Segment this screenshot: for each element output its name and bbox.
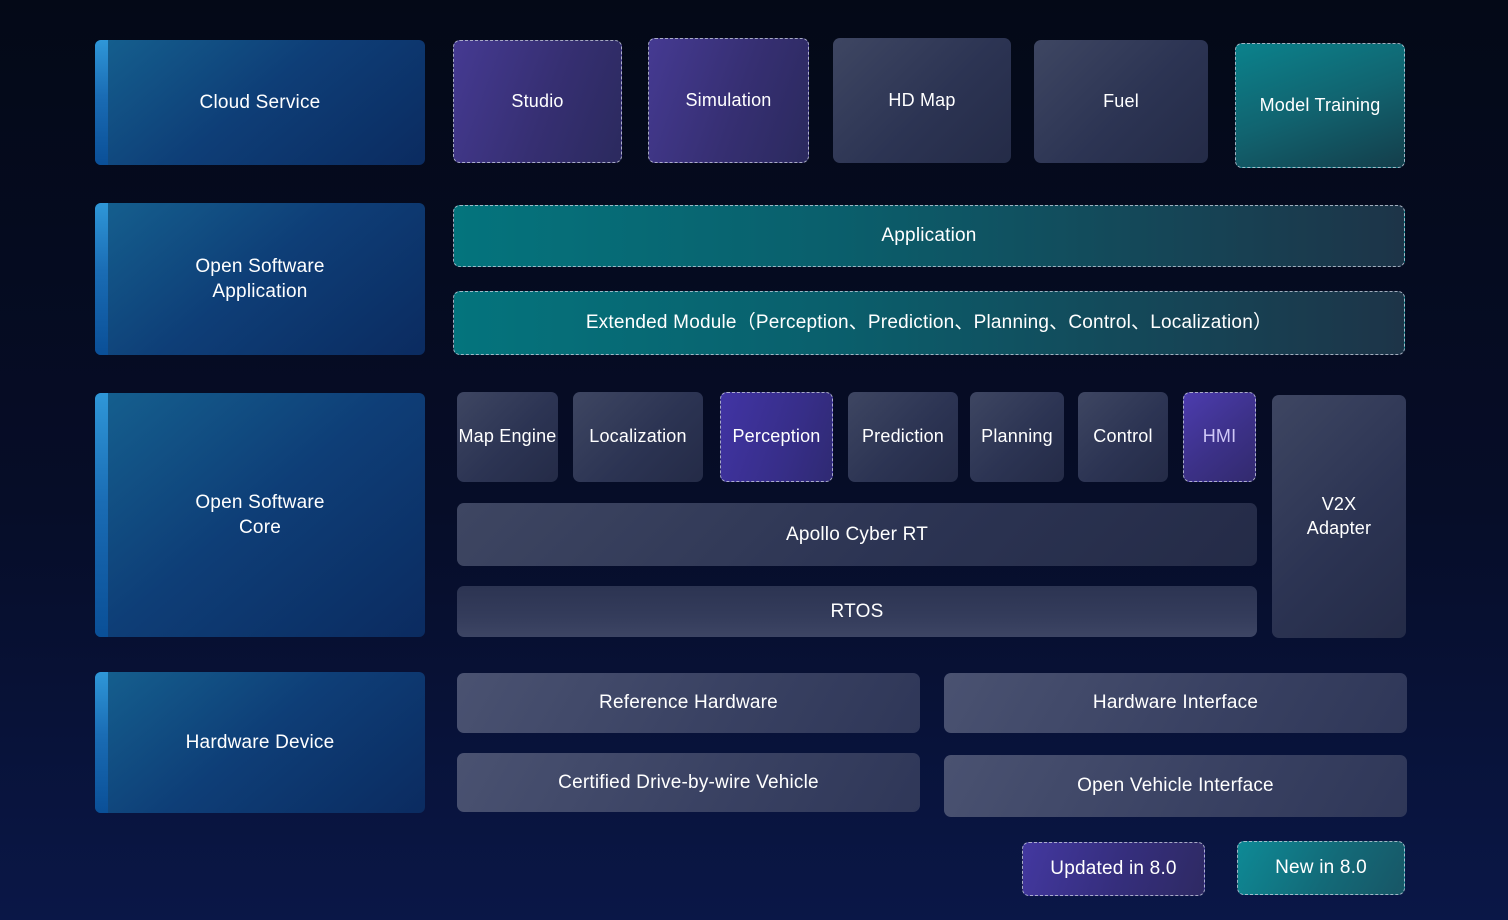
- node-simulation: Simulation: [648, 38, 809, 163]
- node-hardware-interface: Hardware Interface: [944, 673, 1407, 733]
- node-studio: Studio: [453, 40, 622, 163]
- node-label: Prediction: [861, 426, 945, 447]
- node-hardware-device: Hardware Device: [95, 672, 425, 813]
- node-planning: Planning: [970, 392, 1064, 482]
- node-localization: Localization: [573, 392, 703, 482]
- node-open-software-core: Open Software Core: [95, 393, 425, 637]
- node-label: Hardware Interface: [1092, 692, 1259, 714]
- node-application: Application: [453, 205, 1405, 267]
- node-label: Localization: [589, 426, 687, 447]
- node-label: RTOS: [830, 600, 884, 622]
- node-open-software-application: Open Software Application: [95, 203, 425, 355]
- node-label: HD Map: [888, 89, 956, 110]
- legend-label: New in 8.0: [1275, 857, 1367, 879]
- node-fuel: Fuel: [1034, 40, 1208, 163]
- node-v2x-adapter: V2X Adapter: [1272, 395, 1406, 638]
- node-label: V2X Adapter: [1306, 493, 1372, 538]
- node-label: Certified Drive-by-wire Vehicle: [558, 771, 819, 793]
- node-rtos: RTOS: [457, 586, 1257, 637]
- node-perception: Perception: [720, 392, 833, 482]
- node-apollo-cyber-rt: Apollo Cyber RT: [457, 503, 1257, 566]
- node-label: Model Training: [1259, 94, 1381, 115]
- node-open-vehicle-interface: Open Vehicle Interface: [944, 755, 1407, 817]
- node-map-engine: Map Engine: [457, 392, 558, 482]
- node-label: Cloud Service: [199, 91, 321, 113]
- accent-strip: [95, 203, 108, 355]
- legend-new-in-8-0: New in 8.0: [1237, 841, 1405, 895]
- accent-strip: [95, 393, 108, 637]
- node-certified-drive-by-wire-vehicle: Certified Drive-by-wire Vehicle: [457, 753, 920, 812]
- node-label: Open Software Application: [195, 255, 325, 302]
- node-prediction: Prediction: [848, 392, 958, 482]
- node-reference-hardware: Reference Hardware: [457, 673, 920, 733]
- node-hd-map: HD Map: [833, 38, 1011, 163]
- accent-strip: [95, 40, 108, 165]
- node-model-training: Model Training: [1235, 43, 1405, 168]
- node-label: Open Software Core: [195, 491, 325, 538]
- node-label: HMI: [1202, 426, 1237, 447]
- legend-updated-in-8-0: Updated in 8.0: [1022, 842, 1205, 896]
- legend-label: Updated in 8.0: [1050, 858, 1177, 880]
- node-label: Open Vehicle Interface: [1077, 775, 1274, 797]
- node-extended-module: Extended Module（Perception、Prediction、Pl…: [453, 291, 1405, 355]
- node-label: Reference Hardware: [599, 692, 778, 714]
- node-cloud-service: Cloud Service: [95, 40, 425, 165]
- accent-strip: [95, 672, 108, 813]
- node-control: Control: [1078, 392, 1168, 482]
- node-label: Simulation: [685, 89, 772, 110]
- node-label: Fuel: [1103, 90, 1139, 111]
- node-label: Apollo Cyber RT: [785, 523, 929, 545]
- node-label: Studio: [511, 90, 564, 111]
- node-label: Planning: [981, 426, 1053, 447]
- node-label: Application: [881, 225, 977, 247]
- node-hmi: HMI: [1183, 392, 1256, 482]
- node-label: Map Engine: [458, 426, 557, 447]
- node-label: Perception: [732, 426, 821, 447]
- node-label: Control: [1093, 426, 1153, 447]
- node-label: Hardware Device: [185, 731, 335, 753]
- node-label: Extended Module（Perception、Prediction、Pl…: [585, 312, 1273, 334]
